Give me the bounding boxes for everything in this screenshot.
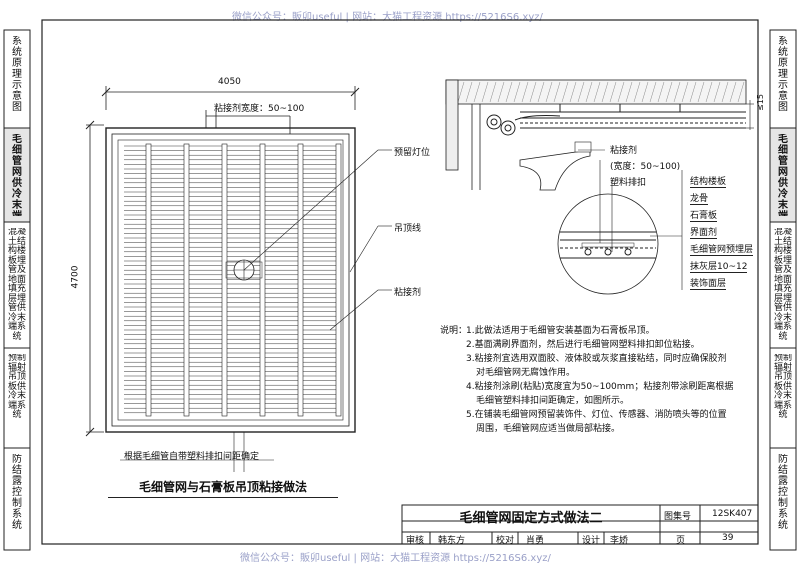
slab-hatch xyxy=(689,81,697,103)
note-line-1: 2.基面满刷界面剂，然后进行毛细管网塑料排扣卸位粘接。 xyxy=(466,340,700,350)
slab-hatch xyxy=(657,81,665,103)
left-tab-4: 防结露控制系统 xyxy=(12,454,22,531)
note-line-3: 对毛细管网无腐蚀作用。 xyxy=(476,368,576,378)
section-detail xyxy=(445,79,754,295)
adhesive-strip xyxy=(183,143,190,417)
tb-review: 审核 xyxy=(406,536,425,546)
slab-hatch xyxy=(641,81,649,103)
slab-hatch xyxy=(545,81,553,103)
slab-hatch xyxy=(633,81,641,103)
slab-hatch xyxy=(481,81,489,103)
slab-hatch xyxy=(617,81,625,103)
slab-hatch xyxy=(561,81,569,103)
tb-design-name: 李娇 xyxy=(610,536,629,546)
slab-hatch xyxy=(513,81,521,103)
slab-hatch xyxy=(569,81,577,103)
ceiling-line-label: 吊顶线 xyxy=(394,224,422,234)
note-line-4: 4.粘接剂涂刷(粘贴)宽度宜为50~100mm；粘接剂带涂刷距离根据 xyxy=(466,382,734,392)
note-line-6: 5.在铺装毛细管网预留装饰件、灯位、传感器、消防喷头等的位置 xyxy=(466,410,727,420)
right-tab-0: 系统原理示意图 xyxy=(778,36,788,113)
slab-hatch xyxy=(537,81,545,103)
right-tab-2: 混凝土结构楼板埋管及地面填充层埋管供冷末端系统 xyxy=(773,228,792,342)
plan-title: 毛细管网与石膏板吊顶粘接做法 xyxy=(108,478,338,498)
slab-hatch xyxy=(625,81,633,103)
slab-hatch xyxy=(497,81,505,103)
slab-hatch xyxy=(609,81,617,103)
slab-hatch xyxy=(593,81,601,103)
page-number: 39 xyxy=(722,533,734,543)
adhesive-label: 粘接剂 xyxy=(394,288,422,298)
atlas-number: 12SK407 xyxy=(712,509,753,519)
right-tab-3: 预制辐射吊顶板供冷末端系统 xyxy=(773,354,792,420)
tb-check: 校对 xyxy=(496,536,515,546)
slab-hatch xyxy=(505,81,513,103)
left-tab-1: 毛细管网供冷末端系统 xyxy=(12,134,22,216)
tb-check-name: 肖勇 xyxy=(526,536,545,546)
slab-hatch xyxy=(601,81,609,103)
slab-hatch xyxy=(521,81,529,103)
slab-hatch xyxy=(705,81,713,103)
plan-dim-height: 4700 xyxy=(70,265,81,289)
slab-hatch xyxy=(681,81,689,103)
section-buckle-label: 塑料排扣 xyxy=(610,178,647,188)
note-line-5: 毛细管塑料排扣间距确定，如图所示。 xyxy=(476,396,630,406)
adhesive-strip xyxy=(145,143,152,417)
adhesive-strip xyxy=(335,143,342,417)
right-tab-1: 毛细管网供冷末端系统 xyxy=(778,134,788,216)
slab-hatch xyxy=(721,81,729,103)
slab-hatch xyxy=(585,81,593,103)
note-line-2: 3.粘接剂宜选用双面胶、液体胶或灰浆直接粘结，同时应确保胶剂 xyxy=(466,354,727,364)
slab-hatch xyxy=(649,81,657,103)
glue-width-label: 粘接剂宽度：50~100 xyxy=(214,104,305,114)
left-tab-0: 系统原理示意图 xyxy=(12,36,22,113)
slab-hatch xyxy=(553,81,561,103)
layer-label-0: 结构楼板 xyxy=(690,174,727,188)
slab-hatch xyxy=(457,81,465,103)
right-tab-4: 防结露控制系统 xyxy=(778,454,788,531)
tb-review-name: 韩东方 xyxy=(438,536,466,546)
slab-hatch xyxy=(489,81,497,103)
atlas-label: 图集号 xyxy=(664,512,692,522)
watermark-bottom: 微信公众号：販卯useful | 网站：大猫工程资源 https://5216S… xyxy=(240,553,551,564)
layer-label-6: 装饰面层 xyxy=(690,276,727,290)
slab-hatch xyxy=(713,81,721,103)
lamp-label: 预留灯位 xyxy=(394,148,431,158)
notes-list: 1.此做法适用于毛细管安装基面为石膏板吊顶。 2.基面满刷界面剂，然后进行毛细管网… xyxy=(466,324,733,436)
slab-hatch xyxy=(665,81,673,103)
spacing-note: 根据毛细管自带塑料排扣间距确定 xyxy=(124,452,260,462)
slab-hatch xyxy=(577,81,585,103)
watermark-top: 微信公众号：販卯useful | 网站：大猫工程资源 https://5216S… xyxy=(232,12,543,23)
layer-label-5: 抹灰层10~12 xyxy=(690,259,748,273)
layer-label-4: 毛细管网预埋层 xyxy=(690,242,754,256)
slab-hatch xyxy=(729,81,737,103)
notes-heading: 说明： xyxy=(440,326,468,336)
sheet-title: 毛细管网固定方式做法二 xyxy=(459,511,603,526)
section-adhesive-label: 粘接剂 xyxy=(610,146,638,156)
left-tab-3: 预制辐射吊顶板供冷末端系统 xyxy=(7,354,26,420)
adhesive-strip xyxy=(221,143,228,417)
layer-label-1: 龙骨 xyxy=(690,191,709,205)
note-line-0: 1.此做法适用于毛细管安装基面为石膏板吊顶。 xyxy=(466,326,655,336)
slab-hatch xyxy=(465,81,473,103)
page-label: 页 xyxy=(676,536,686,546)
tb-design: 设计 xyxy=(582,536,601,546)
section-adhesive-width: (宽度：50~100) xyxy=(610,162,681,172)
left-tab-2: 混凝土结构楼板埋管及地面填充层埋管供冷末端系统 xyxy=(7,228,26,342)
slab-hatch xyxy=(673,81,681,103)
slab-hatch xyxy=(737,81,745,103)
slab-hatch xyxy=(473,81,481,103)
adhesive-strip xyxy=(297,143,304,417)
layer-label-3: 界面剂 xyxy=(690,225,718,239)
section-dim-15: ≤15 xyxy=(755,94,765,111)
note-line-7: 周围，毛细管网应适当做局部粘接。 xyxy=(476,424,621,434)
slab-hatch xyxy=(529,81,537,103)
plan-dim-width: 4050 xyxy=(218,77,241,87)
layer-label-2: 石膏板 xyxy=(690,208,718,222)
slab-hatch xyxy=(697,81,705,103)
adhesive-strip xyxy=(259,143,266,417)
